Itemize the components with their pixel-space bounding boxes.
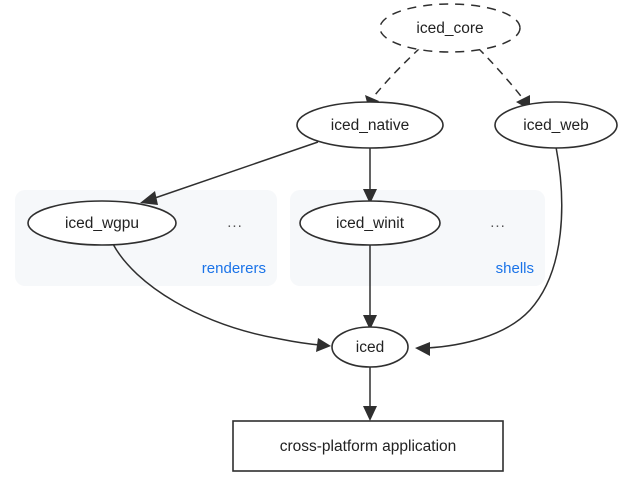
- cluster-label-shells: shells: [496, 260, 534, 277]
- cluster-label-renderers: renderers: [202, 260, 266, 277]
- node-cross-platform-application[interactable]: cross-platform application: [232, 420, 504, 472]
- edge-iced_wgpu-to-iced: [112, 243, 331, 352]
- shells-more-ellipsis: ...: [490, 214, 506, 231]
- node-iced-native[interactable]: iced_native: [296, 101, 444, 149]
- node-iced-wgpu[interactable]: iced_wgpu: [27, 200, 177, 246]
- edge-iced_native-to-iced_winit: [363, 147, 377, 204]
- node-app-label: cross-platform application: [280, 438, 457, 455]
- node-iced-shape: [331, 326, 409, 368]
- node-iced-winit-shape: [299, 200, 441, 246]
- node-iced-web-shape: [494, 101, 618, 149]
- node-app-shape: [232, 420, 504, 472]
- renderers-more-ellipsis: ...: [227, 214, 243, 231]
- node-iced-web[interactable]: iced_web: [494, 101, 618, 149]
- edge-iced_core-to-iced_web: [477, 47, 530, 110]
- edge-iced_native-to-iced_wgpu: [140, 141, 319, 205]
- node-iced-native-label: iced_native: [331, 117, 409, 134]
- node-iced-core-label: iced_core: [416, 20, 483, 37]
- node-iced-web-label: iced_web: [523, 117, 589, 134]
- node-iced-wgpu-shape: [27, 200, 177, 246]
- node-iced[interactable]: iced: [331, 326, 409, 368]
- edge-iced_winit-to-iced: [363, 245, 377, 330]
- node-iced-winit[interactable]: iced_winit: [299, 200, 441, 246]
- edge-iced_web-to-iced: [415, 146, 563, 356]
- node-iced-wgpu-label: iced_wgpu: [65, 215, 139, 232]
- node-iced-core-shape: [379, 3, 521, 53]
- node-iced-label: iced: [356, 339, 384, 356]
- edge-iced_core-to-iced_native: [365, 47, 421, 110]
- node-iced-core[interactable]: iced_core: [379, 3, 521, 53]
- node-iced-winit-label: iced_winit: [336, 215, 405, 232]
- edge-iced-to-app: [363, 367, 377, 421]
- node-iced-native-shape: [296, 101, 444, 149]
